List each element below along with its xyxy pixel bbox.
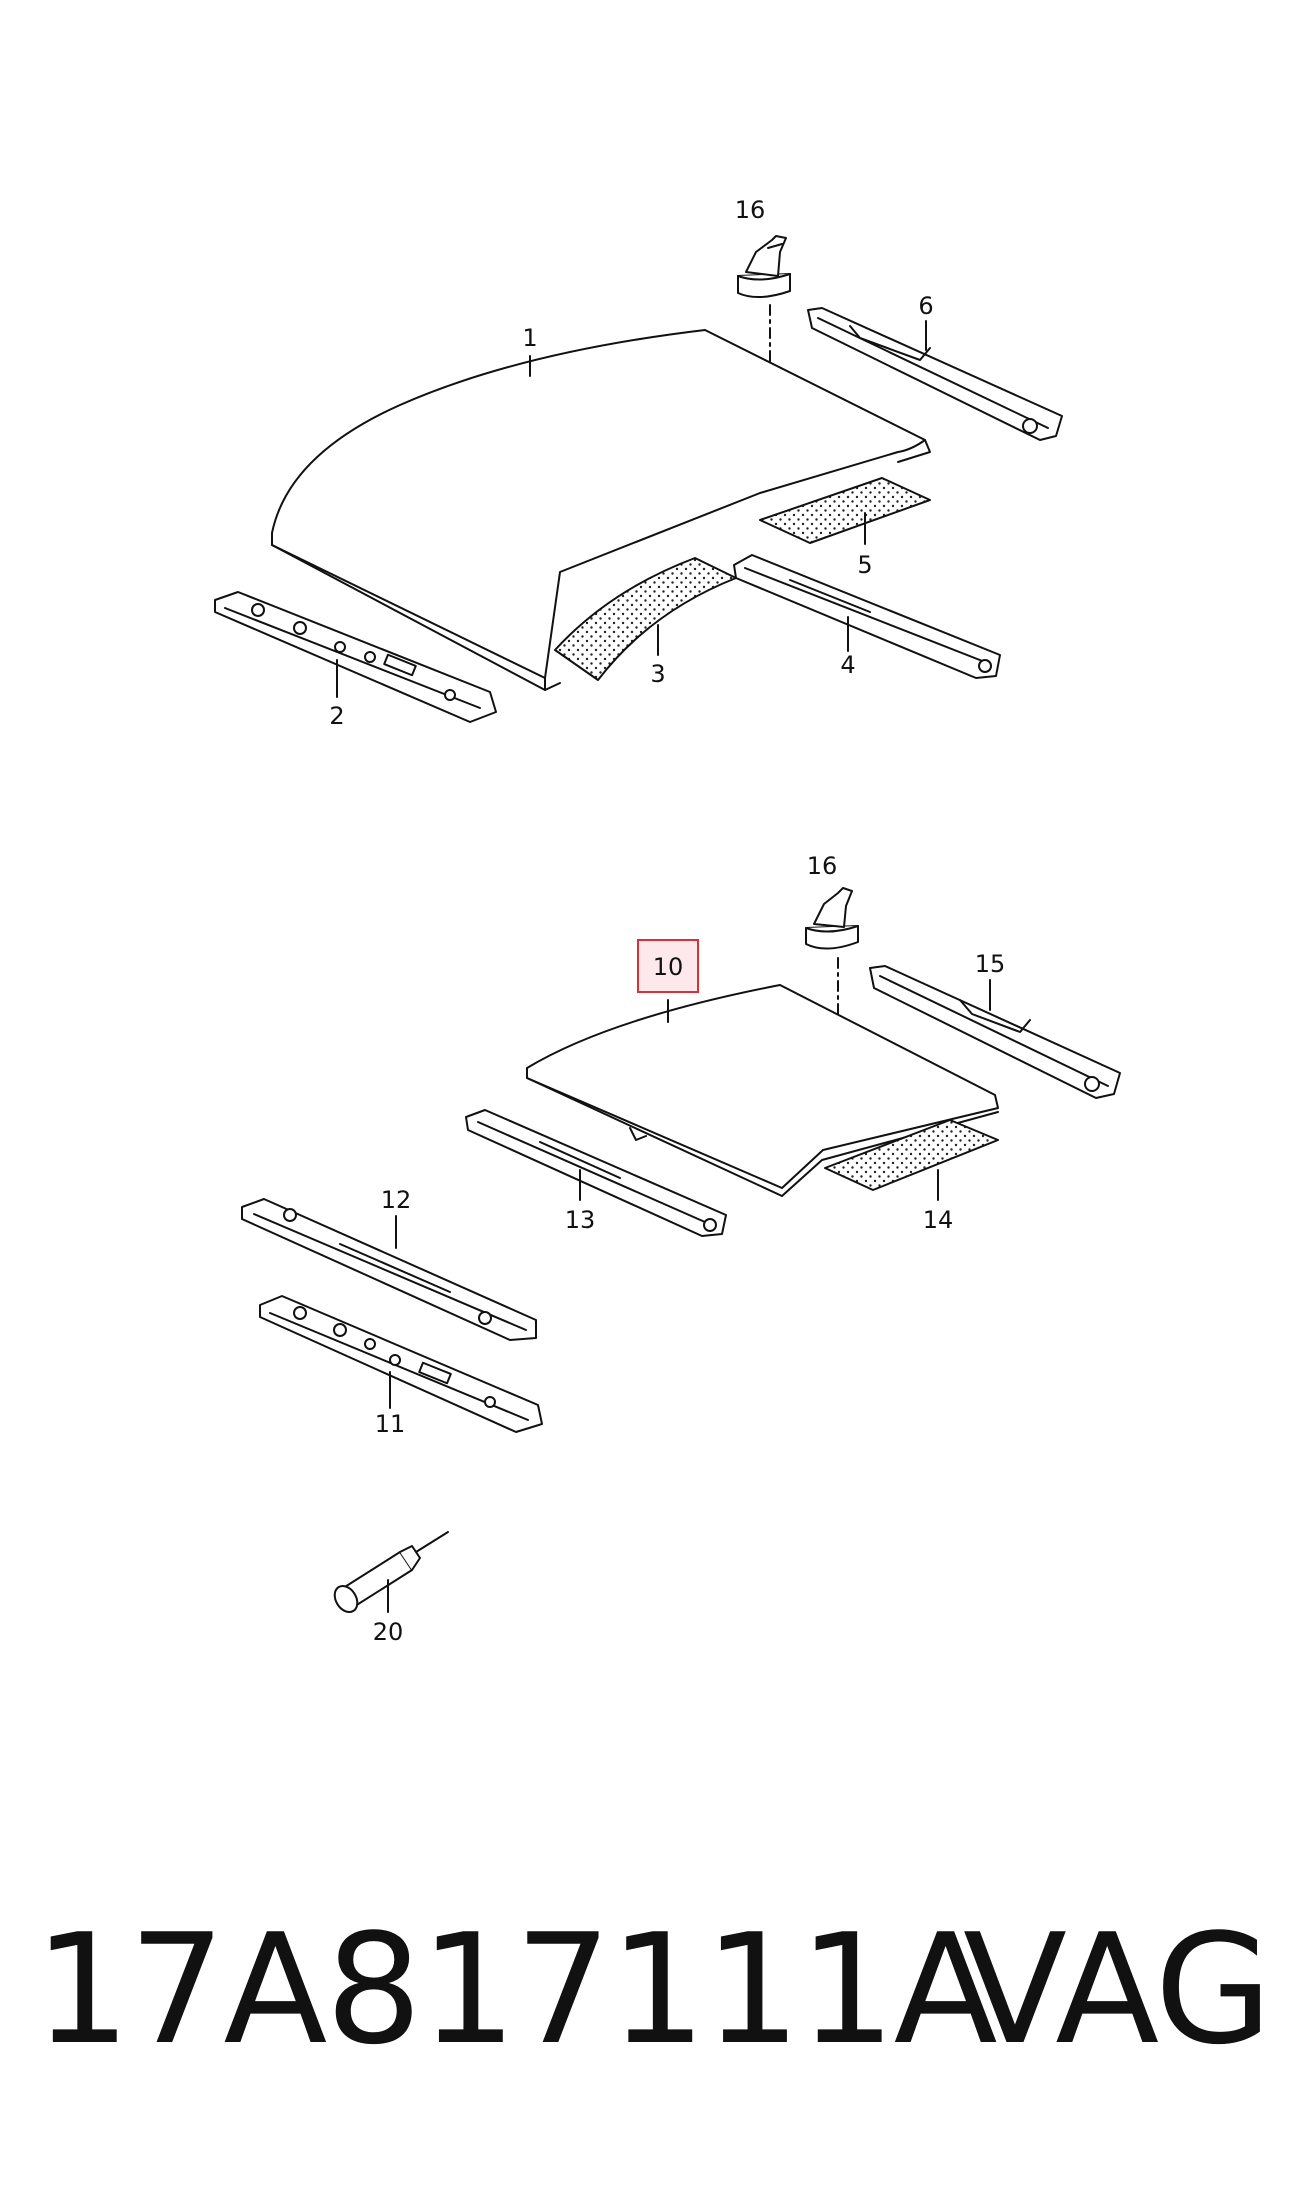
callout-3: 3: [650, 660, 665, 688]
damping-pad-part-5: [759, 477, 931, 544]
damping-pad-part-3: [554, 557, 737, 681]
antenna-base-part-16-lower: [805, 887, 859, 950]
callout-12: 12: [381, 1186, 412, 1214]
callout-10: 10: [653, 953, 684, 981]
roof-rail-rear-part-6: [807, 307, 1063, 441]
callout-15: 15: [975, 950, 1006, 978]
callout-16-lower: 16: [807, 852, 838, 880]
roof-rail-rear-part-15: [869, 965, 1121, 1099]
callout-16-upper: 16: [735, 196, 766, 224]
callout-6: 6: [918, 292, 933, 320]
roof-rail-part-4: [733, 554, 1001, 679]
brand-caption: VAG: [963, 1901, 1272, 2078]
callout-2: 2: [329, 702, 344, 730]
callout-labels: 16 1 6 5 4 3 2 16 10 15 13 14 12 11 20: [329, 196, 1005, 1646]
callout-14: 14: [923, 1206, 954, 1234]
adhesive-cartridge-part-20: [333, 1531, 449, 1614]
front-cross-member-part-12: [241, 1198, 537, 1341]
front-cross-member-part-2: [214, 591, 497, 723]
damping-pad-part-14: [824, 1119, 999, 1191]
callout-20: 20: [373, 1618, 404, 1646]
highlight-box-10: [637, 939, 699, 993]
callout-11: 11: [375, 1410, 406, 1438]
callout-13: 13: [565, 1206, 596, 1234]
callout-5: 5: [857, 551, 872, 579]
roof-panel-part-1: [271, 329, 931, 691]
roof-rail-part-13: [465, 1109, 727, 1237]
front-cross-member-part-11: [259, 1295, 543, 1433]
callout-1: 1: [522, 324, 537, 352]
callout-4: 4: [840, 651, 855, 679]
antenna-base-part-16-upper: [737, 235, 791, 298]
part-number-caption: 17A817111A: [34, 1901, 998, 2078]
